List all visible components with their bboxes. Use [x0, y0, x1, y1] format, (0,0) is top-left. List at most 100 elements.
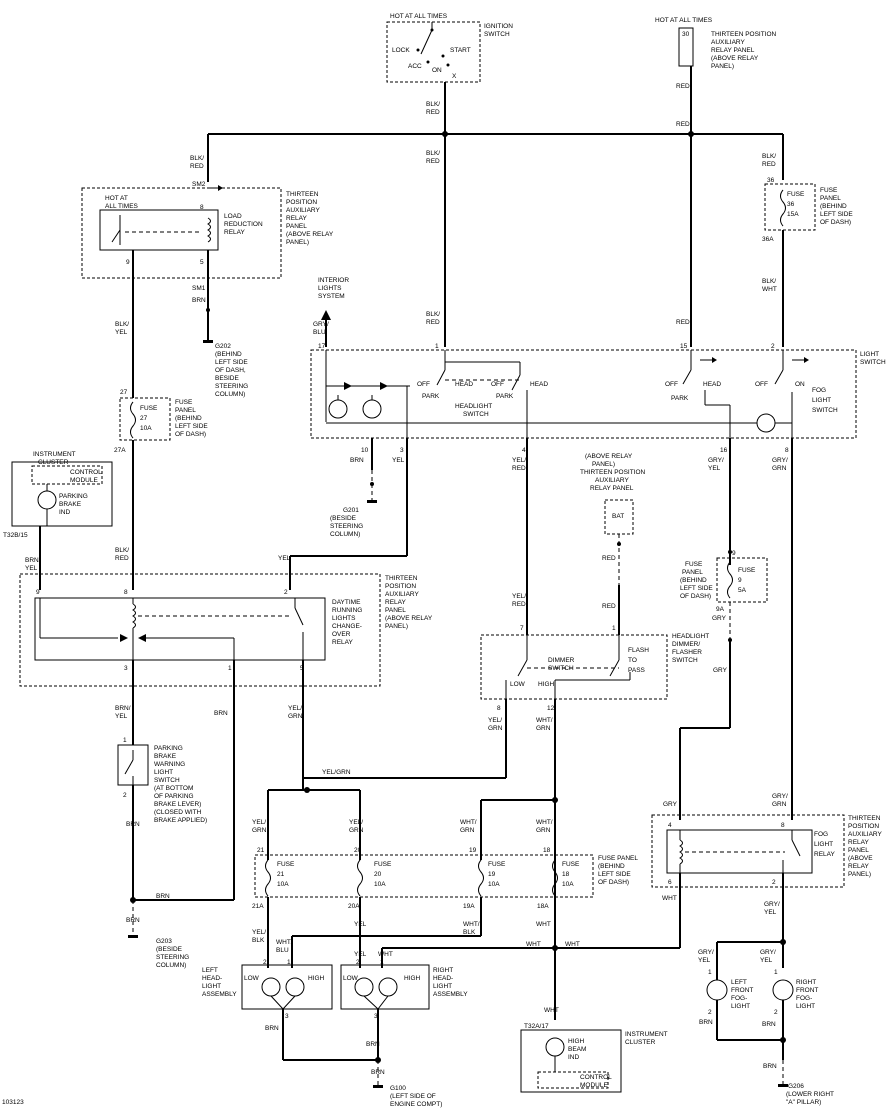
svg-text:DIMMER: DIMMER: [548, 657, 575, 664]
svg-text:2: 2: [263, 959, 267, 966]
svg-text:LIGHT: LIGHT: [860, 351, 879, 358]
svg-text:RELAY: RELAY: [332, 639, 353, 646]
svg-text:PANEL): PANEL): [848, 871, 871, 878]
svg-text:WHT/: WHT/: [536, 717, 553, 724]
svg-text:CHANGE-: CHANGE-: [332, 623, 362, 630]
svg-text:YEL: YEL: [354, 921, 367, 928]
svg-text:10A: 10A: [140, 425, 152, 432]
svg-text:LOW: LOW: [244, 975, 260, 982]
svg-text:(ABOVE RELAY: (ABOVE RELAY: [385, 615, 433, 622]
svg-text:RED: RED: [676, 121, 690, 128]
svg-text:PANEL: PANEL: [848, 847, 869, 854]
svg-text:WHT: WHT: [378, 951, 393, 958]
svg-text:20: 20: [354, 847, 362, 854]
svg-text:FOG-: FOG-: [731, 995, 747, 1002]
svg-text:HIGH: HIGH: [404, 975, 421, 982]
svg-text:WHT: WHT: [762, 286, 777, 293]
svg-text:8: 8: [785, 447, 789, 454]
svg-text:SWITCH: SWITCH: [860, 359, 886, 366]
svg-text:19: 19: [469, 847, 477, 854]
svg-text:WHT: WHT: [536, 921, 551, 928]
svg-text:PANEL: PANEL: [175, 407, 196, 414]
svg-text:RELAY: RELAY: [385, 599, 406, 606]
svg-text:1: 1: [435, 343, 439, 350]
svg-text:BLK/: BLK/: [762, 153, 776, 160]
svg-text:4: 4: [522, 447, 526, 454]
svg-text:LIGHT: LIGHT: [433, 983, 452, 990]
svg-text:COLUMN): COLUMN): [156, 962, 186, 969]
svg-text:PANEL: PANEL: [286, 223, 307, 230]
svg-text:3: 3: [285, 1013, 289, 1020]
svg-text:BRAKE: BRAKE: [59, 501, 82, 508]
svg-text:(ABOVE RELAY: (ABOVE RELAY: [286, 231, 334, 238]
svg-text:T32B/15: T32B/15: [3, 532, 28, 539]
svg-text:GRY/: GRY/: [772, 793, 788, 800]
headlight-dimmer-switch: HEADLIGHT DIMMER/ FLASHER SWITCH 7 1 8 1…: [480, 625, 709, 712]
left-front-foglight: 1 2 LEFT FRONT FOG- LIGHT: [706, 969, 753, 1016]
svg-text:T32A/17: T32A/17: [524, 1023, 549, 1030]
svg-text:REDUCTION: REDUCTION: [224, 221, 263, 228]
svg-text:BLK/: BLK/: [426, 311, 440, 318]
svg-text:(BEHIND: (BEHIND: [820, 203, 847, 210]
fuse-9: 9 FUSE 9 5A 9A FUSE PANEL (BEHIND LEFT S…: [680, 550, 768, 613]
svg-text:8: 8: [200, 204, 204, 211]
svg-text:WHT: WHT: [544, 1007, 559, 1014]
svg-text:FUSE: FUSE: [738, 567, 756, 574]
drl-changeover-relay: THIRTEEN POSITION AUXILIARY RELAY PANEL …: [19, 573, 433, 687]
svg-text:CONTROL: CONTROL: [70, 469, 102, 476]
svg-text:YEL/: YEL/: [512, 593, 526, 600]
svg-text:BRN/: BRN/: [115, 705, 131, 712]
svg-text:DAYTIME: DAYTIME: [332, 599, 361, 606]
svg-text:21: 21: [277, 871, 285, 878]
right-headlight-assembly: 2 1 3 LOW HIGH RIGHT HEAD- LIGHT ASSEMBL…: [340, 959, 468, 1020]
svg-text:GRN: GRN: [288, 713, 303, 720]
svg-text:YEL: YEL: [278, 555, 291, 562]
svg-text:SWITCH: SWITCH: [463, 411, 489, 418]
svg-text:BRN: BRN: [265, 1025, 279, 1032]
svg-text:RED: RED: [762, 161, 776, 168]
svg-text:FOG: FOG: [814, 831, 828, 838]
svg-text:AUXILIARY: AUXILIARY: [286, 207, 321, 214]
svg-text:RIGHT: RIGHT: [796, 979, 816, 986]
svg-text:THIRTEEN POSITION: THIRTEEN POSITION: [711, 31, 777, 38]
svg-text:THIRTEEN: THIRTEEN: [286, 191, 319, 198]
svg-text:19: 19: [488, 871, 496, 878]
svg-text:LIGHT: LIGHT: [814, 841, 833, 848]
svg-text:HEADLIGHT: HEADLIGHT: [672, 633, 709, 640]
svg-text:SWITCH: SWITCH: [154, 777, 180, 784]
svg-text:G201: G201: [343, 507, 359, 514]
svg-text:PANEL): PANEL): [286, 239, 309, 246]
svg-text:(LOWER RIGHT: (LOWER RIGHT: [786, 1091, 834, 1098]
svg-text:RED: RED: [426, 158, 440, 165]
svg-text:2: 2: [772, 879, 776, 886]
svg-text:YEL: YEL: [764, 909, 777, 916]
svg-text:FUSE PANEL: FUSE PANEL: [598, 855, 638, 862]
svg-text:15A: 15A: [787, 211, 799, 218]
svg-text:BRN: BRN: [350, 457, 364, 464]
svg-text:SM2: SM2: [192, 181, 206, 188]
svg-text:RELAY: RELAY: [848, 863, 869, 870]
svg-text:CLUSTER: CLUSTER: [625, 1039, 656, 1046]
parking-brake-switch: 1 2 PARKING BRAKE WARNING LIGHT SWITCH (…: [117, 737, 207, 824]
right-front-foglight: 1 2 RIGHT FRONT FOG- LIGHT: [772, 969, 818, 1016]
svg-text:10A: 10A: [277, 881, 289, 888]
svg-text:FUSE: FUSE: [175, 399, 193, 406]
svg-text:BLK/: BLK/: [426, 150, 440, 157]
svg-text:LIGHT: LIGHT: [731, 1003, 750, 1010]
svg-text:SWITCH: SWITCH: [672, 657, 698, 664]
svg-text:19A: 19A: [463, 903, 475, 910]
svg-text:PANEL): PANEL): [711, 63, 734, 70]
svg-text:BRN: BRN: [156, 893, 170, 900]
svg-text:YEL/: YEL/: [252, 929, 266, 936]
svg-text:PARKING: PARKING: [59, 493, 88, 500]
svg-text:18: 18: [562, 871, 570, 878]
svg-text:BAT: BAT: [612, 513, 624, 520]
svg-text:LOW: LOW: [343, 975, 359, 982]
svg-text:LEFT: LEFT: [731, 979, 747, 986]
svg-text:9: 9: [36, 589, 40, 596]
svg-text:TO: TO: [628, 657, 637, 664]
svg-text:POSITION: POSITION: [385, 583, 416, 590]
light-switch: LIGHT SWITCH 17 1 15 2 OFF HEAD PARK OFF…: [310, 343, 886, 454]
left-headlight-assembly: 2 1 3 LOW HIGH LEFT HEAD- LIGHT ASSEMBLY: [202, 959, 333, 1020]
